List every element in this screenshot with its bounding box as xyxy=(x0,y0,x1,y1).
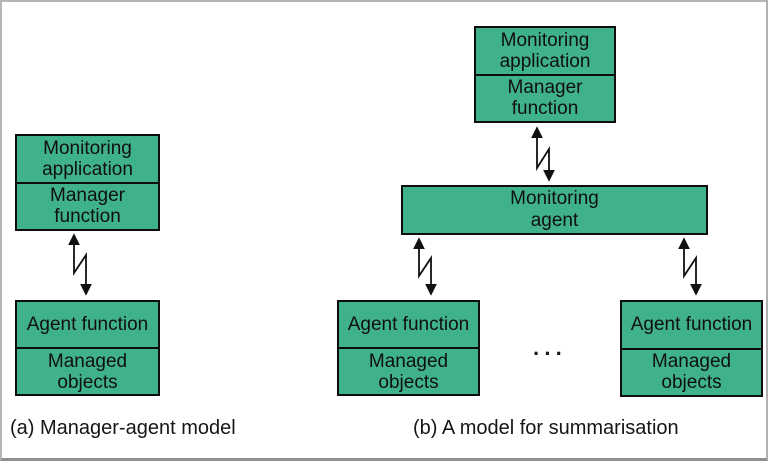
cell-label: Managed objects xyxy=(651,351,732,394)
zigzag-link-arrow-b-top xyxy=(531,126,555,182)
cell-label: Agent function xyxy=(347,314,470,335)
zigzag-link-arrow-b-right xyxy=(678,237,702,296)
agent-box-b-left: Agent function Managed objects xyxy=(337,300,480,396)
manager-box-a-cell-monitoring-application: Monitoring application xyxy=(17,136,158,182)
ellipsis-more-agents: ··· xyxy=(533,341,567,366)
zigzag-link-arrow-a xyxy=(68,233,92,296)
manager-box-b-cell-monitoring-application: Monitoring application xyxy=(476,28,614,74)
cell-label: Monitoring agent xyxy=(510,188,599,231)
zigzag-link-arrow-b-left xyxy=(413,237,437,296)
agent-box-a: Agent function Managed objects xyxy=(15,300,160,396)
agent-box-b-left-cell-agent-function: Agent function xyxy=(339,302,478,347)
agent-box-b-right: Agent function Managed objects xyxy=(620,300,763,397)
manager-box-a-cell-manager-function: Manager function xyxy=(17,181,158,230)
agent-box-a-cell-agent-function: Agent function xyxy=(17,302,158,347)
caption-a: (a) Manager-agent model xyxy=(10,417,236,439)
monitoring-agent-label-cell: Monitoring agent xyxy=(403,187,706,233)
cell-label: Monitoring application xyxy=(42,137,133,180)
cell-label: Managed objects xyxy=(368,350,449,393)
cell-label: Manager function xyxy=(50,185,125,228)
agent-box-a-cell-managed-objects: Managed objects xyxy=(17,347,158,394)
cell-label: Managed objects xyxy=(47,350,128,393)
cell-label: Agent function xyxy=(26,314,149,335)
manager-box-b: Monitoring application Manager function xyxy=(474,26,616,123)
cell-label: Agent function xyxy=(630,314,753,336)
manager-box-a: Monitoring application Manager function xyxy=(15,134,160,231)
agent-box-b-right-cell-managed-objects: Managed objects xyxy=(622,347,761,396)
manager-box-b-cell-manager-function: Manager function xyxy=(476,73,614,122)
caption-b: (b) A model for summarisation xyxy=(413,417,679,439)
cell-label: Manager function xyxy=(507,77,583,120)
cell-label: Monitoring application xyxy=(499,29,591,72)
agent-box-b-right-cell-agent-function: Agent function xyxy=(622,302,761,348)
monitoring-agent-box: Monitoring agent xyxy=(401,185,708,235)
agent-box-b-left-cell-managed-objects: Managed objects xyxy=(339,347,478,394)
